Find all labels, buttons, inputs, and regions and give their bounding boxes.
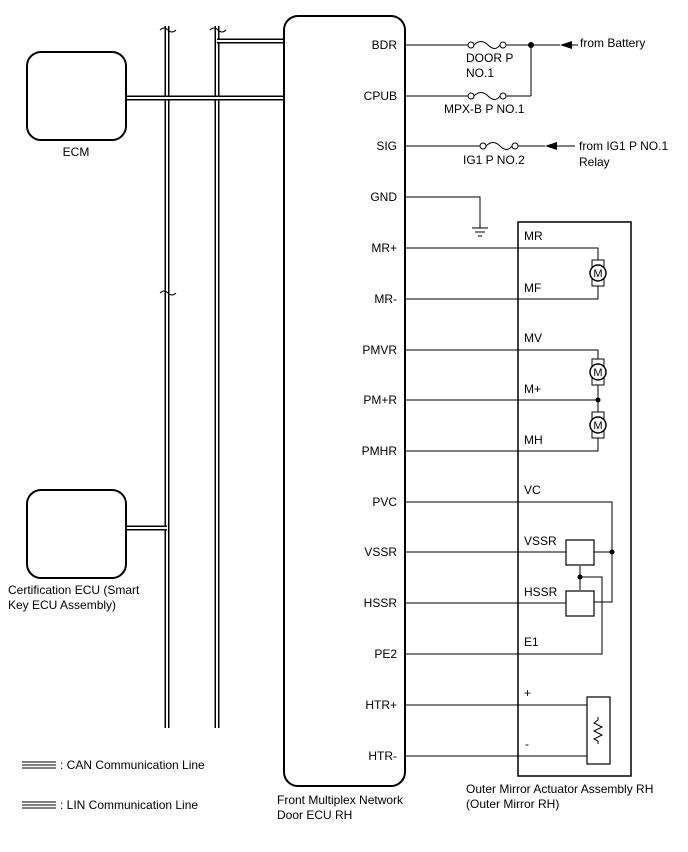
pin-gnd: GND: [370, 190, 397, 204]
battery-arrow-icon: [560, 41, 572, 49]
pin-bdr: BDR: [372, 38, 398, 52]
mirror-motor-label: M: [593, 268, 602, 280]
pin-htr-plus: HTR+: [365, 698, 397, 712]
fuse-mpx-b-icon: [467, 92, 507, 100]
cert-ecu-label-line1: Certification ECU (Smart: [8, 583, 140, 597]
communication-buses: [126, 26, 284, 728]
horizontal-motor-icon: M: [589, 411, 607, 439]
vssr-sensor-icon: [565, 539, 595, 566]
pin-hssr: HSSR: [364, 596, 398, 610]
pin-pmvr: PMVR: [362, 343, 397, 357]
power-labels: DOOR P NO.1 MPX-B P NO.1 IG1 P NO.2 from…: [444, 36, 668, 169]
pin-pmhr: PMHR: [362, 444, 398, 458]
fuse-door-p-label-line2: NO.1: [466, 66, 494, 80]
fuse-ig1-label: IG1 P NO.2: [463, 153, 525, 167]
outer-mirror-label-line2: (Outer Mirror RH): [466, 797, 559, 811]
m-plus-junction-dot: [595, 397, 601, 403]
fuse-mpx-b-label: MPX-B P NO.1: [444, 102, 525, 116]
from-ig1-label-line1: from IG1 P NO.1: [579, 139, 668, 153]
mirror-pin-mf: MF: [524, 281, 541, 295]
pin-htr-minus: HTR-: [368, 749, 397, 763]
horizontal-motor-label: M: [593, 420, 602, 432]
from-ig1-label-line2: Relay: [579, 155, 610, 169]
mirror-heater-icon: [586, 696, 611, 765]
mirror-pin-heater-minus: -: [525, 737, 529, 751]
door-ecu-block: Front Multiplex Network Door ECU RH: [277, 15, 406, 822]
vertical-motor-label: M: [593, 367, 602, 379]
fuse-door-p-icon: [467, 41, 507, 49]
pin-mr-minus: MR-: [374, 292, 397, 306]
pin-pvc: PVC: [372, 495, 397, 509]
mirror-pin-heater-plus: +: [524, 686, 531, 700]
cert-ecu-label-line2: Key ECU Assembly): [8, 598, 116, 612]
vc-junction-dot: [609, 549, 615, 555]
vertical-motor-icon: M: [589, 358, 607, 386]
from-battery-label: from Battery: [580, 36, 645, 50]
legend: : CAN Communication Line : LIN Communica…: [22, 758, 205, 812]
legend-lin-label: : LIN Communication Line: [60, 798, 198, 812]
pin-cpub: CPUB: [364, 89, 397, 103]
legend-can-line-icon: [22, 761, 56, 769]
door-ecu-label-line2: Door ECU RH: [277, 808, 352, 822]
outer-mirror-label-line1: Outer Mirror Actuator Assembly RH: [466, 782, 653, 796]
hssr-sensor-icon: [565, 590, 595, 617]
fuse-door-p-label-line1: DOOR P: [466, 51, 513, 65]
door-ecu-pin-labels: BDR CPUB SIG GND MR+ MR- PMVR PM+R PMHR …: [362, 38, 398, 763]
mirror-pin-vssr: VSSR: [524, 534, 557, 548]
certification-ecu-block: Certification ECU (Smart Key ECU Assembl…: [8, 489, 140, 612]
ecm-label: ECM: [63, 145, 90, 159]
pin-vssr: VSSR: [364, 545, 397, 559]
ig1-arrow-icon: [545, 142, 557, 150]
mirror-pin-m-plus: M+: [524, 382, 541, 396]
legend-lin-line-icon: [22, 801, 56, 809]
mirror-pin-mv: MV: [524, 331, 542, 345]
pin-mr-plus: MR+: [371, 241, 397, 255]
ecm-block: ECM: [26, 51, 127, 159]
legend-can-label: : CAN Communication Line: [60, 758, 205, 772]
pin-sig: SIG: [376, 139, 397, 153]
mirror-pin-e1: E1: [524, 635, 539, 649]
fuse-ig1-icon: [479, 142, 519, 150]
pin-pm-plus-r: PM+R: [363, 393, 397, 407]
outer-mirror-block: Outer Mirror Actuator Assembly RH (Outer…: [466, 221, 653, 811]
power-supply-wiring: [405, 41, 578, 237]
mirror-pin-vc: VC: [524, 483, 541, 497]
mirror-wiring: [405, 247, 615, 757]
ground-icon: [472, 227, 488, 237]
mirror-pin-mr: MR: [524, 229, 543, 243]
mirror-motor-icon: M: [589, 259, 607, 287]
mirror-pin-labels: MR MF MV M+ MH VC VSSR HSSR E1 + -: [524, 229, 558, 751]
mirror-pin-hssr: HSSR: [524, 585, 558, 599]
pin-pe2: PE2: [374, 647, 397, 661]
mirror-pin-mh: MH: [524, 433, 543, 447]
door-ecu-label-line1: Front Multiplex Network: [277, 793, 404, 807]
